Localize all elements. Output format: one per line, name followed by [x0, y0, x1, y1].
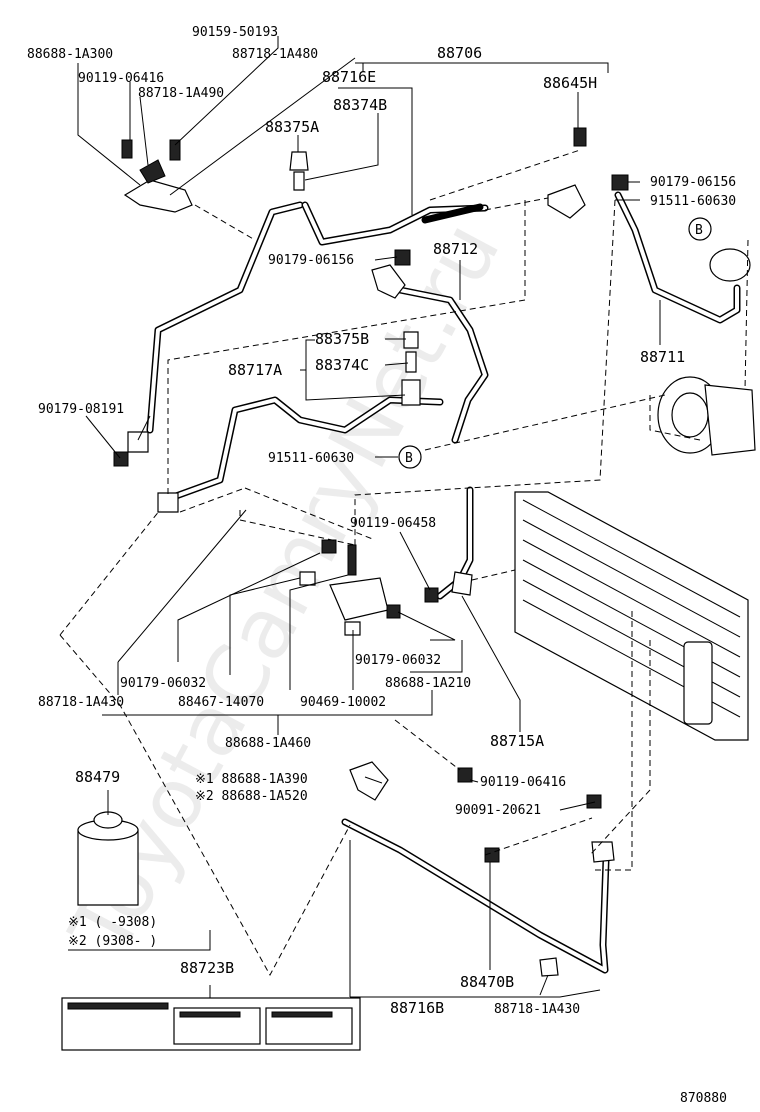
bracket-88688-1A210: [329, 577, 389, 621]
label-90179-08191: 90179-08191: [38, 402, 124, 417]
label-91511-60630-top: 91511-60630: [650, 194, 736, 209]
compressor: [657, 376, 756, 456]
pipe-88645H-stub: [421, 203, 484, 224]
fitting-88715A: [451, 571, 473, 596]
clamp-left: [127, 431, 149, 453]
block-left-bottom: [157, 492, 179, 513]
fitting-upper-right: [547, 184, 586, 219]
label-88479: 88479: [75, 768, 120, 786]
label-88375A: 88375A: [265, 118, 319, 136]
legend-note-2: ※2 (9308- ): [68, 934, 157, 949]
core-88374B: [293, 171, 305, 191]
clamp-88718-1A490: [139, 159, 166, 184]
hose-88712: [396, 286, 489, 444]
label-88375B: 88375B: [315, 330, 369, 348]
label-90179-06032-l: 90179-06032: [120, 676, 206, 691]
receiver-cylinder: [683, 641, 713, 725]
label-88645H: 88645H: [543, 74, 597, 92]
bolt-90091-20621: [586, 794, 602, 809]
bracket-88688-1A300: [123, 179, 193, 213]
desiccant-88479: [77, 811, 139, 906]
bracket-88688-1A390: [349, 761, 389, 801]
part-labels: 90159-50193 88688-1A300 88718-1A480 8870…: [27, 25, 736, 1106]
bolt-90119-06458: [424, 587, 439, 603]
caution-label-88723B: [61, 997, 361, 1051]
label-88374C: 88374C: [315, 356, 369, 374]
fitting-88717A: [401, 379, 421, 406]
legend-note-1: ※1 ( -9308): [68, 915, 157, 930]
switch-88645H: [573, 127, 587, 147]
diagram-number: 870880: [680, 1091, 727, 1106]
label-90119-06458: 90119-06458: [350, 516, 436, 531]
clamp-mid: [299, 571, 316, 586]
label-88688-1A390: ※1 88688-1A390: [195, 772, 308, 787]
label-88723B: 88723B: [180, 959, 234, 977]
label-88715A: 88715A: [490, 732, 544, 750]
label-88712: 88712: [433, 240, 478, 258]
label-88718-1A430-l: 88718-1A430: [38, 695, 124, 710]
pipe-88717A: [161, 396, 444, 504]
label-88467-14070: 88467-14070: [178, 695, 264, 710]
label-88688-1A460: 88688-1A460: [225, 736, 311, 751]
label-88716B: 88716B: [390, 999, 444, 1017]
marker-b-top-circle: [688, 217, 712, 241]
label-88718-1A430-b: 88718-1A430: [494, 1002, 580, 1017]
label-90091-20621: 90091-20621: [455, 803, 541, 818]
receiver-dryer-top: [709, 248, 751, 282]
pipe-88715A: [436, 486, 474, 600]
label-88718-1A490: 88718-1A490: [138, 86, 224, 101]
marker-b-mid-circle: [398, 445, 422, 469]
label-90179-06156-mid: 90179-06156: [268, 253, 354, 268]
label-90469-10002: 90469-10002: [300, 695, 386, 710]
clip-90469-10002: [344, 621, 361, 636]
core-88374C: [405, 351, 417, 373]
label-88717A: 88717A: [228, 361, 282, 379]
cap-88375B: [403, 331, 419, 349]
hose-88711: [614, 191, 741, 324]
nut-90179-06156-top: [611, 174, 629, 191]
hose-88716E: [301, 201, 489, 246]
fitting-bottom-right: [591, 841, 615, 863]
label-b-top: B: [695, 223, 703, 238]
nut-90179-06032-r: [386, 604, 401, 619]
label-88706: 88706: [437, 44, 482, 62]
dashed-leaders: [59, 149, 749, 977]
stud-88467-14070: [347, 544, 357, 576]
fitting-88712-top: [371, 264, 406, 299]
label-88711: 88711: [640, 348, 685, 366]
label-90179-06156-top: 90179-06156: [650, 175, 736, 190]
nut-90179-06156-mid: [394, 249, 411, 266]
nut-90179-06032-l: [321, 539, 337, 554]
clamp-88718-1A430-b: [539, 957, 559, 977]
label-b-mid: B: [405, 451, 413, 466]
label-88718-1A480: 88718-1A480: [232, 47, 318, 62]
cap-88375A: [289, 151, 309, 171]
nut-90179-08191: [113, 451, 129, 467]
label-90119-06416-top: 90119-06416: [78, 71, 164, 86]
label-90159-50193: 90159-50193: [192, 25, 278, 40]
label-88374B: 88374B: [333, 96, 387, 114]
label-88688-1A210: 88688-1A210: [385, 676, 471, 691]
bolt-88470B: [484, 847, 500, 863]
bolt-90119-06416-top: [121, 139, 133, 159]
label-90119-06416-bot: 90119-06416: [480, 775, 566, 790]
label-88688-1A300: 88688-1A300: [27, 47, 113, 62]
label-91511-60630-mid: 91511-60630: [268, 451, 354, 466]
bolt-90159-50193: [169, 139, 181, 161]
bolt-90119-06416-bot: [457, 767, 473, 783]
label-88470B: 88470B: [460, 973, 514, 991]
leader-lines: [68, 36, 661, 998]
label-90179-06032-r: 90179-06032: [355, 653, 441, 668]
label-88716E: 88716E: [322, 68, 376, 86]
label-88688-1A520: ※2 88688-1A520: [195, 789, 308, 804]
pipe-suction-upper: [146, 201, 304, 434]
pipe-88716B: [341, 818, 610, 974]
